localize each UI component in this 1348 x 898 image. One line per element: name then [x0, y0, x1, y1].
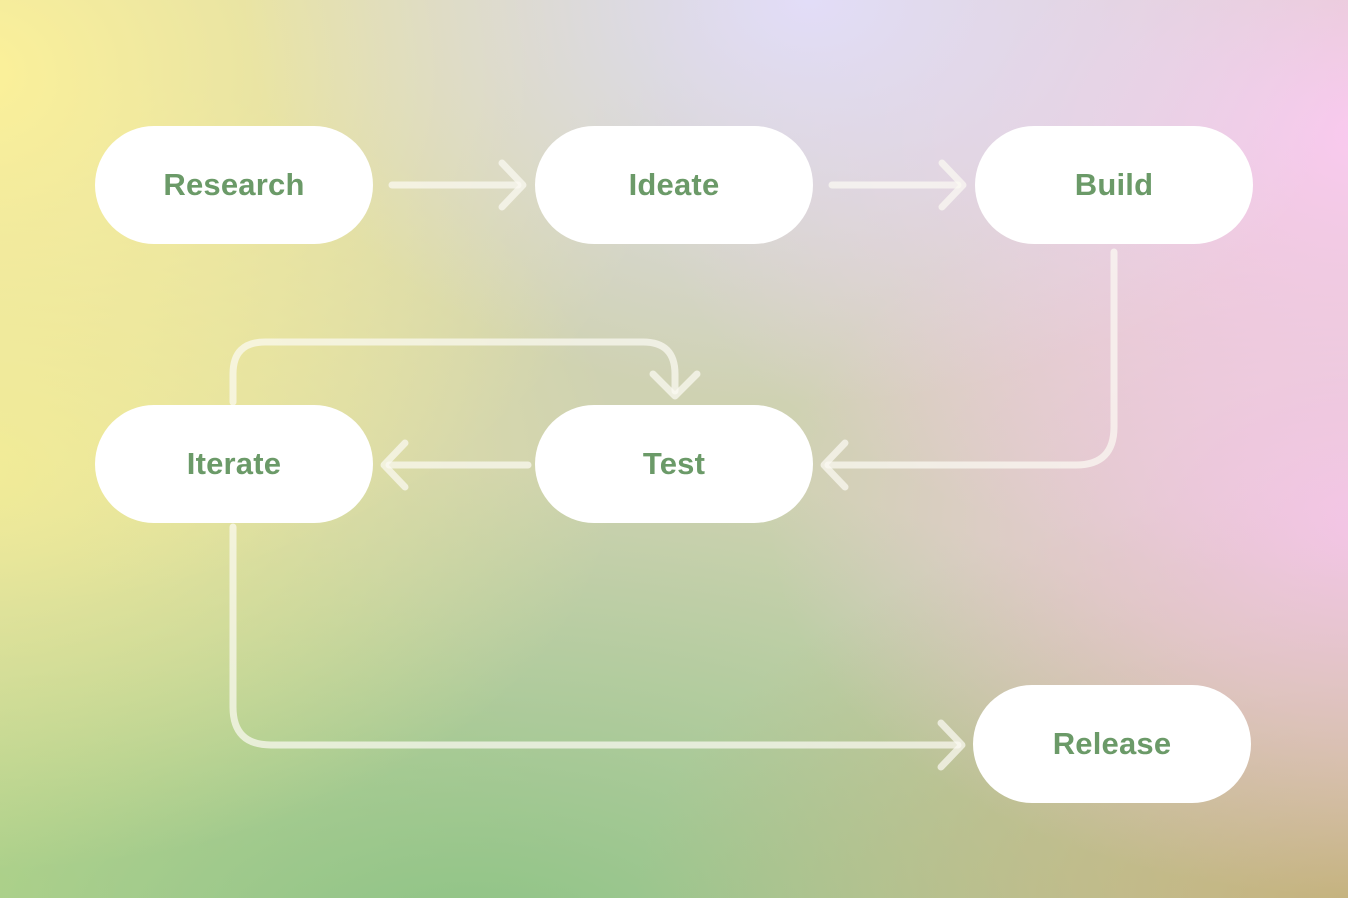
edge-iterate-to-release: [229, 523, 966, 771]
arrowhead-down-icon: [649, 370, 701, 400]
node-research-label: Research: [163, 167, 305, 202]
node-test-label: Test: [642, 446, 706, 481]
arrowhead-right-icon: [938, 159, 967, 211]
node-build: Build: [975, 126, 1253, 244]
node-iterate-label: Iterate: [186, 446, 282, 481]
edge-research-to-ideate: [388, 159, 527, 211]
edge-build-to-test: [820, 248, 1118, 491]
node-ideate-label: Ideate: [628, 167, 720, 202]
node-release: Release: [973, 685, 1251, 803]
arrowhead-right-icon: [498, 159, 527, 211]
edge-iterate-to-test: [229, 338, 701, 406]
arrowhead-right-icon: [937, 719, 966, 771]
node-build-label: Build: [1074, 167, 1154, 202]
node-ideate: Ideate: [535, 126, 813, 244]
arrowhead-left-icon: [380, 439, 409, 491]
arrowhead-left-icon: [820, 439, 849, 491]
edge-ideate-to-build: [828, 159, 967, 211]
edge-test-to-iterate: [380, 439, 532, 491]
node-test: Test: [535, 405, 813, 523]
node-release-label: Release: [1052, 726, 1172, 761]
node-research: Research: [95, 126, 373, 244]
node-iterate: Iterate: [95, 405, 373, 523]
